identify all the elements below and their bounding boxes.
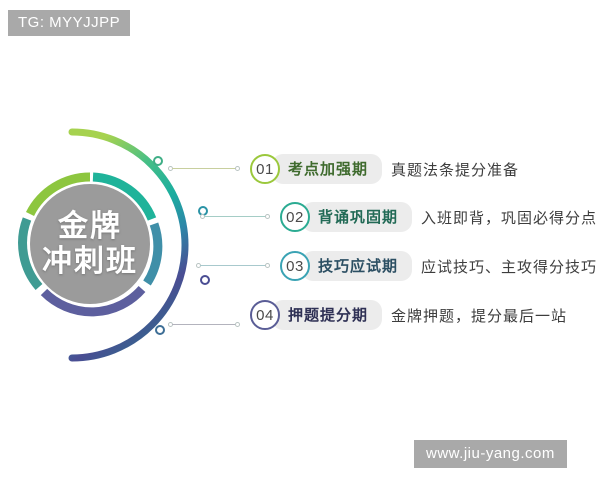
stage-desc-04: 金牌押题，提分最后一站 [391, 308, 568, 325]
watermark-top-left: TG: MYYJJPP [8, 10, 131, 36]
connector-line-04 [168, 321, 240, 329]
connector-bar-01 [172, 168, 236, 169]
connector-dot-right-01 [235, 166, 240, 171]
stage-item-01[interactable]: 01 考点加强期 真题法条提分准备 [250, 154, 519, 184]
connector-line-02 [200, 213, 270, 221]
watermark-bottom-right: www.jiu-yang.com [414, 440, 567, 468]
connector-dot-right-03 [265, 263, 270, 268]
stage-title-01: 考点加强期 [272, 154, 383, 184]
badge-line-1: 金牌 [58, 210, 122, 244]
stage-desc-03: 应试技巧、主攻得分技巧 [421, 259, 598, 276]
badge-text-block: 金牌 冲刺班 [14, 168, 166, 320]
badge-line-2: 冲刺班 [42, 244, 138, 278]
stage-desc-01: 真题法条提分准备 [391, 162, 520, 179]
connector-bar-04 [172, 324, 236, 325]
connector-line-01 [168, 165, 240, 173]
stage-number-03: 03 [280, 251, 310, 281]
stage-desc-02: 入班即背，巩固必得分点 [421, 210, 598, 227]
stage-number-01: 01 [250, 154, 280, 184]
connector-line-03 [196, 262, 270, 270]
stage-item-04[interactable]: 04 押题提分期 金牌押题，提分最后一站 [250, 300, 567, 330]
stage-number-02: 02 [280, 202, 310, 232]
connector-dot-right-04 [235, 322, 240, 327]
stage-number-04: 04 [250, 300, 280, 330]
stage-item-02[interactable]: 02 背诵巩固期 入班即背，巩固必得分点 [280, 202, 597, 232]
center-badge: 金牌 冲刺班 [14, 168, 166, 320]
stage-item-03[interactable]: 03 技巧应试期 应试技巧、主攻得分技巧 [280, 251, 597, 281]
connector-dot-right-02 [265, 214, 270, 219]
stage-title-02: 背诵巩固期 [302, 202, 413, 232]
outer-progress-arc [0, 120, 250, 370]
connector-bar-02 [204, 216, 266, 217]
stage-title-04: 押题提分期 [272, 300, 383, 330]
stage-title-03: 技巧应试期 [302, 251, 413, 281]
connector-bar-03 [200, 265, 266, 266]
